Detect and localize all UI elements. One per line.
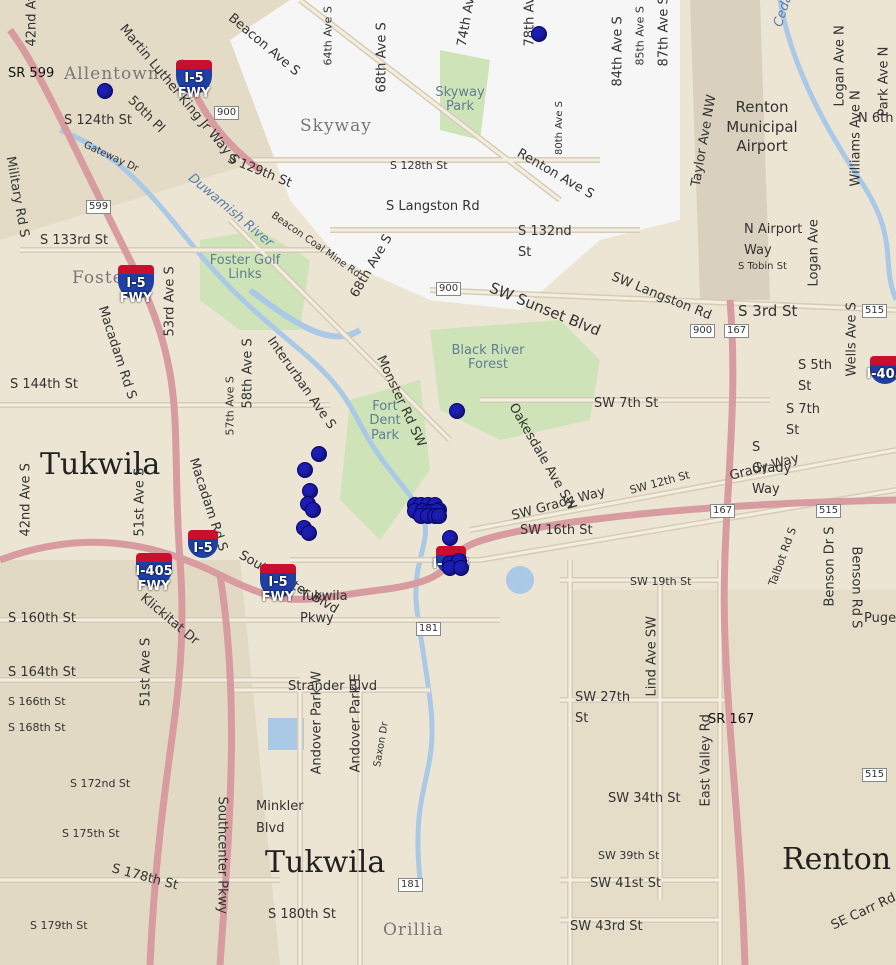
- street-label: SW 34th St: [608, 791, 681, 806]
- neighborhood-label-orillia: Orillia: [383, 920, 444, 940]
- airport-label-renton: Renton Municipal Airport: [726, 98, 798, 155]
- street-label: SW 16th St: [520, 523, 593, 538]
- street-label: 51st Ave S: [138, 637, 154, 707]
- state-route-shield-icon: 599: [86, 200, 112, 214]
- street-label: Lind Ave SW: [644, 615, 660, 697]
- street-label: S 133rd St: [40, 233, 109, 248]
- location-marker[interactable]: [305, 501, 322, 518]
- state-route-shield-icon: 181: [398, 878, 424, 892]
- street-label: SW 19th St: [630, 575, 692, 588]
- street-label: 53rd Ave S: [162, 266, 178, 337]
- street-label: S 132nd St: [518, 224, 572, 260]
- neighborhood-label-foster: Foster: [72, 268, 133, 288]
- street-label: 85th Ave S: [633, 6, 647, 66]
- location-marker[interactable]: [430, 508, 447, 524]
- interstate-shield-icon: I-5 FWY: [260, 564, 296, 605]
- street-label: East Valley Rd: [698, 714, 714, 807]
- park-label-black-river-forest: Black River Forest: [451, 343, 525, 373]
- street-label: 58th Ave S: [240, 338, 256, 409]
- street-label: SW 27th St: [575, 690, 631, 726]
- location-marker[interactable]: [530, 26, 547, 42]
- street-label: S 160th St: [8, 611, 77, 626]
- street-label: S 7th St: [786, 402, 820, 438]
- route-label-sr-599: SR 599: [8, 66, 55, 81]
- street-label: Puget Dr: [864, 611, 896, 626]
- state-route-shield-icon: 167: [710, 504, 736, 518]
- street-label: Strander Blvd: [288, 679, 378, 694]
- street-label: Wells Ave S: [844, 302, 860, 377]
- street-label: 42nd Ave S: [18, 463, 34, 537]
- street-label: N Airport Way: [744, 222, 803, 258]
- city-label-tukwila-north: Tukwila: [40, 447, 161, 482]
- state-route-shield-icon: 181: [416, 622, 442, 636]
- street-label: S 175th St: [62, 827, 120, 840]
- park-label-fort-dent-park: Fort Dent Park: [369, 399, 401, 443]
- interstate-shield-icon: I-5: [188, 530, 218, 558]
- interstate-shield-icon: I-405: [866, 356, 896, 384]
- street-label: S 128th St: [390, 159, 448, 172]
- street-label: 80th Ave S: [554, 100, 565, 155]
- street-label: 51st Ave S: [132, 467, 148, 537]
- state-route-shield-icon: 900: [690, 324, 716, 338]
- park-label-foster-golf-links: Foster Golf Links: [209, 253, 281, 283]
- park-label-skyway-park: Skyway Park: [435, 85, 485, 115]
- street-label: SW 43rd St: [570, 919, 643, 934]
- street-label: S Grady Way: [752, 440, 792, 497]
- location-marker[interactable]: [441, 529, 458, 546]
- street-label: N 6th St: [858, 111, 896, 126]
- street-label: S 168th St: [8, 721, 66, 734]
- state-route-shield-icon: 515: [862, 304, 888, 318]
- state-route-shield-icon: 900: [214, 106, 240, 120]
- interstate-shield-icon: I-5 FWY: [118, 265, 154, 306]
- street-label: 57th Ave S: [223, 376, 237, 436]
- street-label: S 172nd St: [70, 777, 131, 790]
- city-label-tukwila-south: Tukwila: [265, 845, 386, 880]
- neighborhood-label-allentown: Allentown: [64, 64, 160, 84]
- street-label: S 3rd St: [738, 302, 798, 320]
- city-label-renton: Renton: [782, 842, 892, 877]
- street-label: 68th Ave S: [374, 22, 390, 93]
- street-label: S Langston Rd: [386, 199, 480, 214]
- street-label: Tukwila Pkwy: [300, 589, 348, 627]
- street-label: S 124th St: [64, 113, 133, 128]
- street-label: S Tobin St: [738, 261, 787, 272]
- location-marker[interactable]: [97, 82, 114, 99]
- street-label: SW 7th St: [594, 396, 659, 411]
- street-label: SW 41st St: [590, 876, 662, 891]
- state-route-shield-icon: 515: [862, 768, 888, 782]
- street-label: S 180th St: [268, 907, 337, 922]
- street-label: Minkler Blvd: [256, 799, 304, 837]
- state-route-shield-icon: 167: [724, 324, 750, 338]
- interstate-shield-icon: I-5 FWY: [176, 60, 212, 101]
- neighborhood-label-skyway: Skyway: [300, 116, 372, 136]
- street-label: Southcenter Pkwy: [214, 796, 230, 914]
- street-label: Williams Ave N: [848, 90, 864, 187]
- location-marker[interactable]: [297, 461, 314, 478]
- street-label: S 144th St: [10, 377, 79, 392]
- street-label: 42nd Ave S: [24, 0, 40, 47]
- street-label: SW 39th St: [598, 849, 660, 862]
- street-label: 64th Ave S: [321, 6, 335, 66]
- state-route-shield-icon: 900: [436, 282, 462, 296]
- state-route-shield-icon: 515: [816, 504, 842, 518]
- street-label: Logan Ave N: [832, 25, 848, 107]
- street-label: Park Ave N: [876, 46, 892, 117]
- street-label: S 179th St: [30, 919, 88, 932]
- street-label: Benson Dr S: [822, 526, 838, 607]
- location-marker[interactable]: [301, 524, 318, 541]
- street-label: 84th Ave S: [610, 16, 626, 87]
- street-label: Logan Ave: [806, 219, 822, 287]
- location-marker[interactable]: [449, 402, 466, 419]
- street-label: 87th Ave S: [656, 0, 672, 67]
- street-label: S 5th St: [798, 358, 832, 394]
- location-marker[interactable]: [453, 559, 470, 576]
- street-label: S 166th St: [8, 695, 66, 708]
- street-label: S 164th St: [8, 665, 77, 680]
- route-label-sr-167: SR 167: [708, 712, 755, 727]
- street-label: Benson Rd S: [848, 546, 864, 629]
- interstate-shield-icon: I-405 FWY: [135, 553, 173, 594]
- location-marker[interactable]: [310, 446, 327, 463]
